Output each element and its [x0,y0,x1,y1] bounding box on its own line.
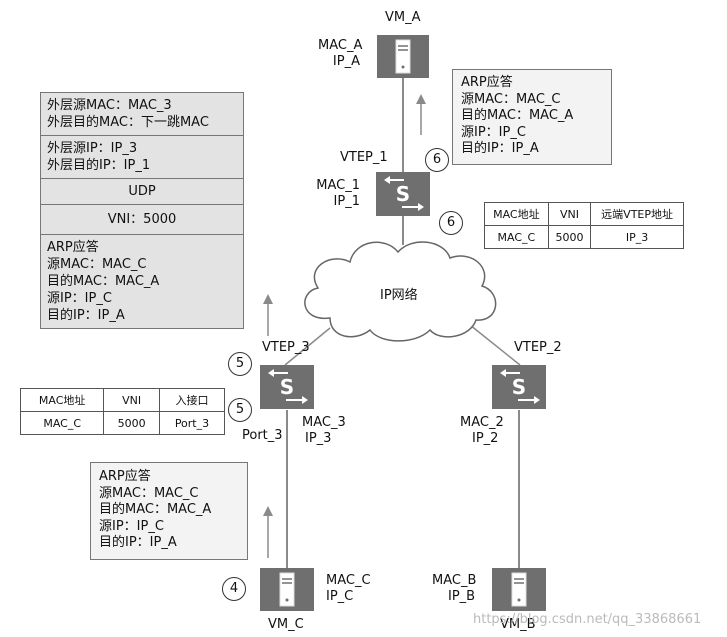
arp-src-ip: 源IP：IP_C [99,518,164,534]
arp-dst-mac: 目的MAC：MAC_A [99,502,212,517]
table-header-cell: 入接口 [158,388,226,412]
svg-text:S: S [396,182,410,206]
ip-network-cloud [304,241,497,342]
vm-c-ip: IP_C [326,589,354,604]
vm-a-name: VM_A [385,10,421,25]
outer-src-mac: 外层源MAC：MAC_3 [47,98,172,113]
vm-c-mac: MAC_C [326,573,371,588]
table-header-row: MAC地址 VNI 远端VTEP地址 [484,202,684,226]
arp-dst-mac: 目的MAC：MAC_A [461,108,574,123]
arp-title: ARP应答 [99,469,151,484]
step-6-badge: 6 [439,211,463,235]
outer-mac-section: 外层源MAC：MAC_3 外层目的MAC：下一跳MAC [41,93,243,136]
table-header-cell: MAC地址 [19,388,105,412]
outer-dst-ip: 外层目的IP：IP_1 [47,158,151,173]
svg-text:S: S [512,375,526,399]
step-5-badge: 5 [228,352,252,376]
table-header-row: MAC地址 VNI 入接口 [19,388,226,412]
vni-label: VNI：5000 [107,212,177,227]
table-row: MAC_C 5000 Port_3 [19,411,226,435]
watermark-text: https://blog.csdn.net/qq_33868661 [473,612,702,627]
udp-label: UDP [128,184,156,199]
step-5-badge: 5 [228,398,252,422]
up-arrow-icon [263,506,273,558]
vm-c-name: VM_C [268,617,304,632]
switch-icon: S [492,365,546,409]
svg-text:S: S [280,375,294,399]
vm-b-ip: IP_B [448,589,476,604]
table-cell: MAC_C [484,225,549,249]
vtep-1-name: VTEP_1 [340,150,388,165]
arp-reply-box-top: ARP应答 源MAC：MAC_C 目的MAC：MAC_A 源IP：IP_C 目的… [452,69,612,165]
arp-src-mac: 源MAC：MAC_C [99,485,199,501]
switch-icon: S [376,172,430,216]
arp-dst-ip: 目的IP：IP_A [47,308,125,323]
arp-title: ARP应答 [47,240,99,255]
vtep-2-mac: MAC_2 [460,415,504,430]
table-cell: 5000 [547,225,592,249]
vtep-1-mac: MAC_1 [316,178,360,193]
arp-reply-box-bottom: ARP应答 源MAC：MAC_C 目的MAC：MAC_A 源IP：IP_C 目的… [90,462,248,560]
table-cell: 5000 [103,411,160,435]
vtep-3-ip: IP_3 [305,431,332,446]
outer-ip-section: 外层源IP：IP_3 外层目的IP：IP_1 [41,136,243,179]
server-icon [492,568,546,611]
vni-section: VNI：5000 [41,205,243,235]
udp-section: UDP [41,179,243,205]
vm-b-name: VM_B [500,617,536,632]
table-header-cell: VNI [547,202,592,226]
arp-src-mac: 源MAC：MAC_C [461,91,561,107]
vtep-2-ip: IP_2 [472,431,499,446]
table-header-cell: 远端VTEP地址 [590,202,684,226]
vxlan-packet-box: 外层源MAC：MAC_3 外层目的MAC：下一跳MAC 外层源IP：IP_3 外… [40,92,244,329]
arp-title: ARP应答 [461,75,513,90]
vtep-3-name: VTEP_3 [262,340,310,355]
up-arrow-icon [263,294,273,336]
table-cell: MAC_C [19,411,105,435]
step-6-badge: 6 [425,148,449,172]
switch-icon: S [260,365,314,409]
arp-dst-ip: 目的IP：IP_A [99,535,177,550]
arp-dst-mac: 目的MAC：MAC_A [47,274,160,289]
server-icon [260,568,314,611]
arp-dst-ip: 目的IP：IP_A [461,141,539,156]
vtep-3-mac: MAC_3 [302,415,346,430]
table-row: MAC_C 5000 IP_3 [484,225,684,249]
outer-src-ip: 外层源IP：IP_3 [47,141,138,156]
remote-mac-table: MAC地址 VNI 远端VTEP地址 MAC_C 5000 IP_3 [484,202,684,249]
vtep-3-port: Port_3 [242,428,283,443]
table-header-cell: VNI [103,388,160,412]
arp-src-mac: 源MAC：MAC_C [47,257,147,272]
inner-arp-section: ARP应答 源MAC：MAC_C 目的MAC：MAC_A 源IP：IP_C 目的… [41,235,243,328]
table-cell: Port_3 [158,411,226,435]
vm-a-mac: MAC_A [318,38,363,53]
vtep-1-ip: IP_1 [333,194,360,209]
local-mac-table: MAC地址 VNI 入接口 MAC_C 5000 Port_3 [19,388,226,435]
outer-dst-mac: 外层目的MAC：下一跳MAC [47,115,209,130]
arp-src-ip: 源IP：IP_C [47,291,112,306]
vm-b-mac: MAC_B [432,573,477,588]
ip-network-label: IP网络 [380,288,418,303]
table-cell: IP_3 [590,225,684,249]
arp-src-ip: 源IP：IP_C [461,124,526,140]
server-icon [377,35,429,78]
vtep-2-name: VTEP_2 [514,340,562,355]
table-header-cell: MAC地址 [484,202,549,226]
vm-a-ip: IP_A [332,54,360,69]
up-arrow-icon [416,94,426,135]
step-4-badge: 4 [222,577,246,601]
